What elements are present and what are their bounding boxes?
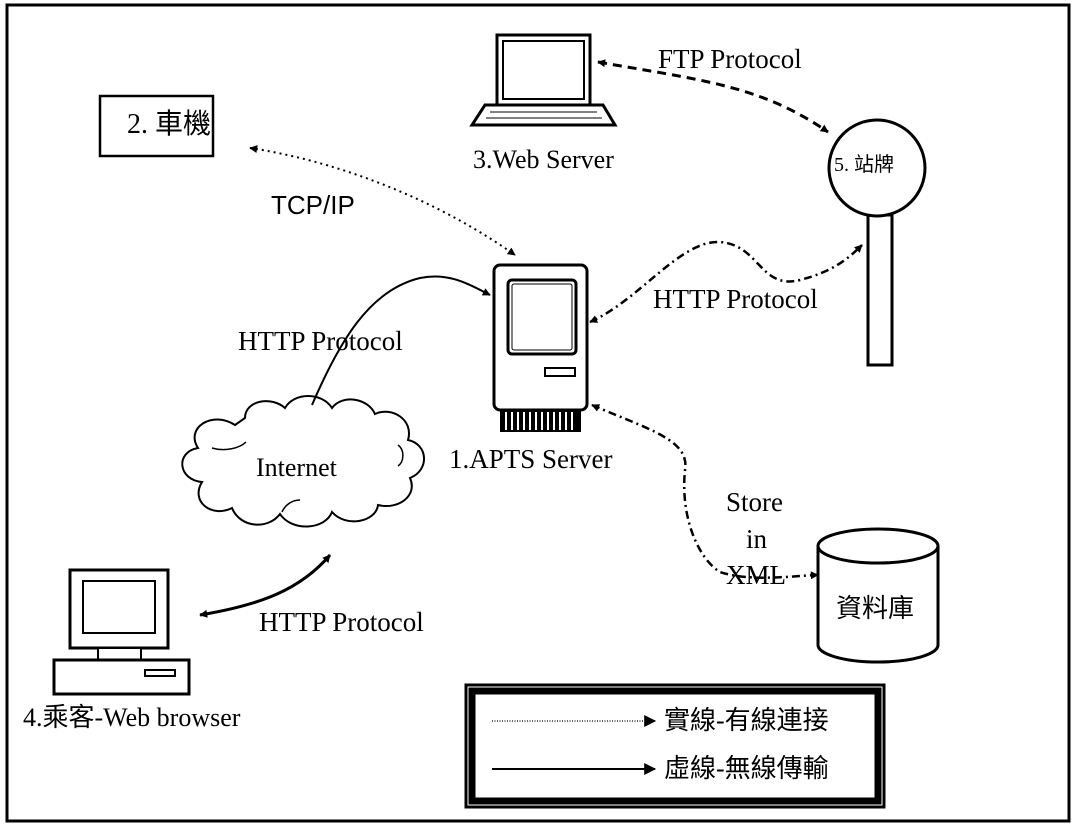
internet-cloud-icon [181, 395, 425, 528]
legend-row2-label: 虛線-無線傳輸 [664, 754, 829, 783]
database-icon [816, 527, 940, 664]
http-protocol-internet-label: HTTP Protocol [238, 326, 403, 356]
ftp-protocol-label: FTP Protocol [658, 44, 802, 74]
legend [464, 683, 886, 809]
http-protocol-browser-label: HTTP Protocol [259, 607, 424, 637]
connection-xml [591, 403, 819, 580]
store-label-line2: in [746, 524, 768, 554]
legend-row1-label: 實線-有線連接 [664, 706, 829, 735]
connection-http-internet [311, 275, 491, 406]
store-label-line1: Store [726, 487, 783, 517]
connection-http-browser [199, 554, 332, 618]
stop-sign-icon [827, 118, 927, 367]
http-protocol-stop-sign-label: HTTP Protocol [653, 284, 818, 314]
stop-sign-label: 5. 站牌 [834, 154, 894, 176]
desktop-pc-icon [52, 568, 191, 696]
web-server-label: 3.Web Server [473, 145, 614, 174]
apts-server-label: 1.APTS Server [449, 444, 613, 474]
outer-frame [5, 3, 1071, 823]
database-label: 資料庫 [836, 594, 915, 623]
internet-label: Internet [256, 453, 337, 482]
apts-server-icon [492, 263, 589, 432]
vehicle-unit-box [98, 94, 215, 158]
passenger-label: 4.乘客-Web browser [23, 703, 241, 732]
laptop-icon [469, 33, 618, 127]
vehicle-unit-label: 2. 車機 [127, 109, 212, 140]
connection-http-stop-sign [589, 240, 863, 324]
connection-tcp-ip [249, 145, 516, 256]
connection-ftp [597, 59, 829, 134]
tcp-ip-label: TCP/IP [271, 190, 355, 220]
store-label-line3: XML [726, 560, 786, 590]
